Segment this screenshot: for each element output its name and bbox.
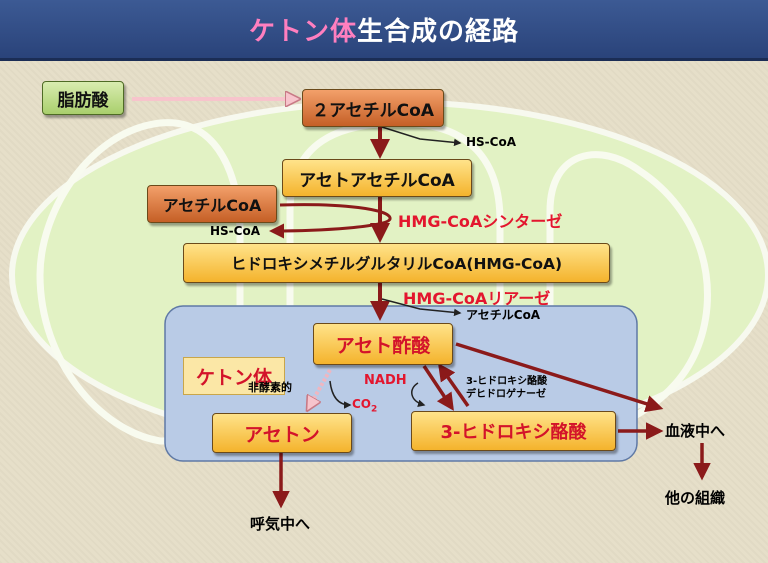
co2-text: CO: [352, 397, 372, 411]
node-3-hydroxybutyrate: 3-ヒドロキシ酪酸: [411, 411, 616, 451]
hs-coa-label-2: HS-CoA: [210, 224, 261, 238]
dehydrogenase-label-2: デヒドロゲナーゼ: [466, 389, 546, 400]
arrow-co2: [329, 380, 352, 409]
node-2-acetyl-coa: ２アセチルCoA: [302, 89, 444, 127]
arrow-acetyl-coa-in: [269, 203, 392, 239]
arrow-acetyl-coa-out: [381, 298, 462, 317]
pathway-graphics: [9, 61, 768, 509]
title-accent: ケトン体: [248, 16, 357, 47]
node-acetoacetyl-coa: アセトアセチルCoA: [282, 159, 472, 197]
node-fatty-acid: 脂肪酸: [42, 81, 124, 115]
title-rest: 生合成の経路: [357, 16, 520, 47]
node-hmg-coa: ヒドロキシメチルグルタリルCoA(HMG-CoA): [183, 243, 610, 283]
arrow-non-enzymatic: [308, 369, 332, 409]
ketone-bodies-label: ケトン体: [183, 357, 285, 395]
arrow-acetoacetate-to-blood: [455, 342, 664, 413]
to-other-tissues-label: 他の組織: [665, 489, 726, 507]
node-acetyl-coa: アセチルCoA: [147, 185, 277, 223]
hmg-coa-lyase-label: HMG-CoAリアーゼ: [403, 289, 551, 308]
arrow-hs-coa-1: [381, 126, 462, 147]
to-blood-label: 血液中へ: [665, 422, 726, 440]
acetyl-coa-out-label: アセチルCoA: [466, 308, 541, 322]
nadh-label: NADH: [364, 373, 407, 388]
title-bar: ケトン体生合成の経路: [0, 0, 768, 61]
arrow-to-acetoacetate: [437, 363, 470, 408]
dehydrogenase-label-1: 3-ヒドロキシ酪酸: [466, 376, 548, 387]
diagram-canvas: 脂肪酸 ２アセチルCoA アセトアセチルCoA アセチルCoA ヒドロキシメチル…: [0, 61, 768, 563]
non-enzymatic-label: 非酵素的: [248, 381, 292, 394]
hs-coa-label-1: HS-CoA: [466, 135, 517, 149]
to-breath-label: 呼気中へ: [250, 515, 311, 533]
node-acetoacetic-acid: アセト酢酸: [313, 323, 453, 365]
arrow-nadh: [411, 382, 426, 407]
co2-label: CO2: [352, 397, 377, 414]
node-acetone: アセトン: [212, 413, 352, 453]
co2-subscript: 2: [371, 404, 378, 415]
arrow-to-hydroxybutyrate: [422, 365, 454, 411]
hmg-coa-synthase-label: HMG-CoAシンターゼ: [398, 212, 563, 231]
